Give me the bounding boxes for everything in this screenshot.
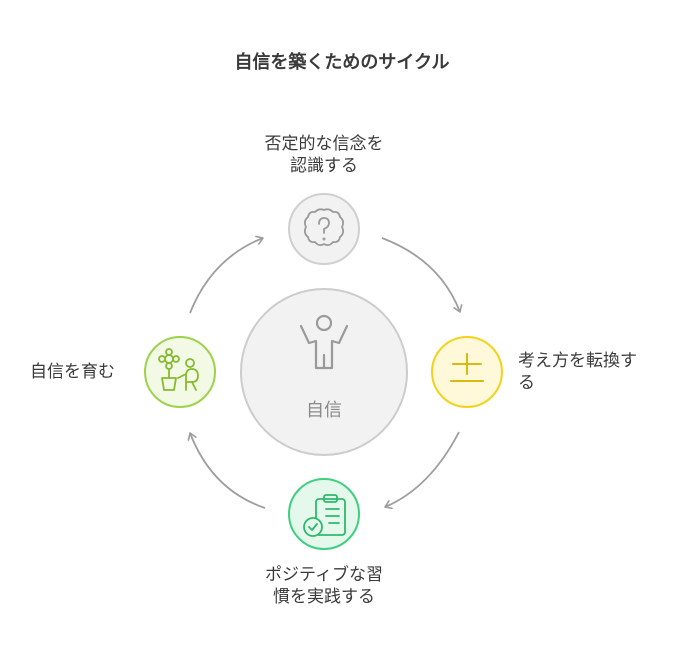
arrow-left-to-top bbox=[189, 235, 264, 314]
step-label-line: る bbox=[518, 373, 535, 393]
step-label-line: 慣を実践する bbox=[273, 587, 375, 607]
step-node-shift bbox=[431, 336, 503, 408]
step-node-nurture bbox=[144, 336, 216, 408]
step-label-line: 否定的な信念を bbox=[264, 134, 384, 154]
step-label-line: 認識する bbox=[290, 156, 358, 176]
diagram-title: 自信を築くためのサイクル bbox=[234, 52, 450, 73]
step-node-recognize bbox=[288, 193, 360, 265]
center-label: 自信 bbox=[306, 400, 342, 421]
step-label-practice: ポジティブな習 慣を実践する bbox=[224, 564, 424, 608]
question-cloud-icon bbox=[303, 208, 345, 247]
arrow-bottom-to-left bbox=[187, 432, 266, 509]
step-label-line: 考え方を転換す bbox=[518, 351, 637, 371]
step-label-nurture: 自信を育む bbox=[30, 361, 140, 383]
person-arms-raised-icon bbox=[299, 314, 349, 370]
step-label-recognize: 否定的な信念を 認識する bbox=[224, 133, 424, 177]
plant-growth-icon bbox=[158, 348, 199, 391]
arrow-right-to-bottom bbox=[384, 431, 460, 510]
center-node bbox=[240, 288, 408, 456]
arrow-top-to-right bbox=[381, 237, 463, 313]
checklist-icon bbox=[303, 494, 346, 537]
step-label-line: ポジティブな習 bbox=[265, 565, 383, 585]
step-label-line: 自信を育む bbox=[30, 362, 115, 382]
step-node-practice bbox=[288, 478, 360, 550]
plus-minus-icon bbox=[450, 353, 484, 382]
step-label-shift: 考え方を転換す る bbox=[518, 350, 678, 394]
